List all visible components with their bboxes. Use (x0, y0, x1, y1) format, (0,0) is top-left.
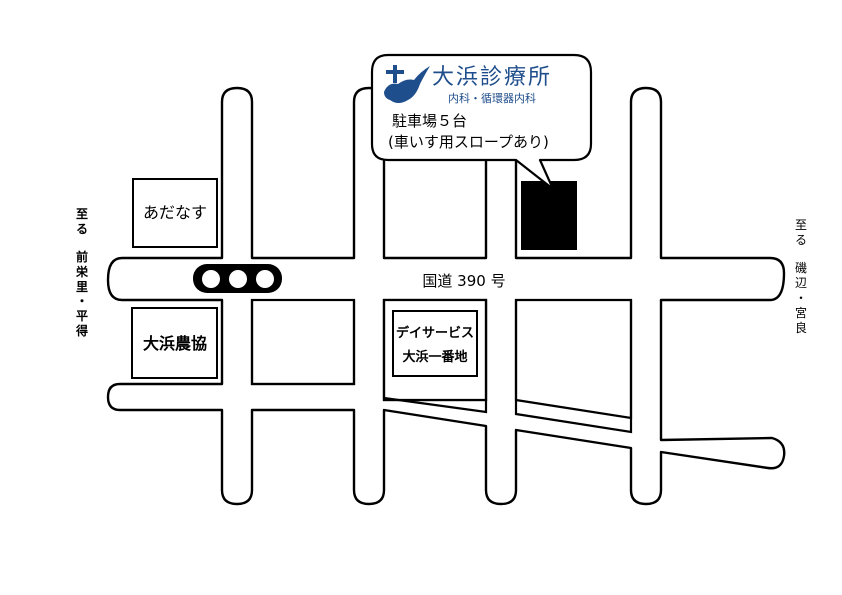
road-name-label: 国道 390 号 (422, 272, 505, 290)
clinic-ramp: (車いす用スロープあり) (388, 133, 549, 151)
cross-island-logo-icon (384, 65, 430, 103)
clinic-subtitle: 内科・循環器内科 (448, 91, 536, 105)
clinic-name: 大浜診療所 (432, 65, 552, 90)
coop-ohama-nokyo: 大浜農協 (131, 307, 218, 379)
clinic-parking: 駐車場５台 (392, 112, 467, 130)
direction-right: 至 る 磯 辺 ・ 宮 良 (795, 218, 807, 335)
svg-text:辺: 辺 (795, 276, 807, 290)
coop-label: 大浜農協 (143, 334, 207, 353)
svg-text:栄: 栄 (75, 264, 89, 279)
svg-text:宮: 宮 (795, 305, 807, 320)
svg-text:前: 前 (76, 249, 88, 264)
direction-left: 至 る 前 栄 里 ・ 平 得 (75, 207, 89, 338)
svg-text:る: る (795, 233, 807, 247)
day-service: デイサービス 大浜一番地 (392, 310, 478, 377)
day-service-line2: 大浜一番地 (402, 349, 467, 365)
svg-text:得: 得 (75, 323, 88, 338)
svg-text:・: ・ (76, 294, 88, 308)
svg-text:至: 至 (795, 218, 807, 232)
svg-text:平: 平 (76, 309, 88, 323)
svg-text:磯: 磯 (795, 261, 807, 275)
svg-text:良: 良 (795, 320, 807, 335)
clinic-location-marker (521, 181, 577, 250)
svg-text:る: る (76, 222, 88, 236)
traffic-light-icon (193, 264, 282, 293)
block-outlines (250, 300, 633, 434)
svg-text:里: 里 (76, 279, 88, 294)
svg-text:・: ・ (795, 291, 807, 305)
day-service-line1: デイサービス (396, 325, 474, 341)
svg-text:至: 至 (76, 207, 88, 221)
shop-adanasu-label: あだなす (143, 203, 207, 222)
shop-adanasu: あだなす (132, 178, 218, 248)
clinic-callout: 大浜診療所 内科・循環器内科 駐車場５台 (車いす用スロープあり) (370, 53, 593, 191)
